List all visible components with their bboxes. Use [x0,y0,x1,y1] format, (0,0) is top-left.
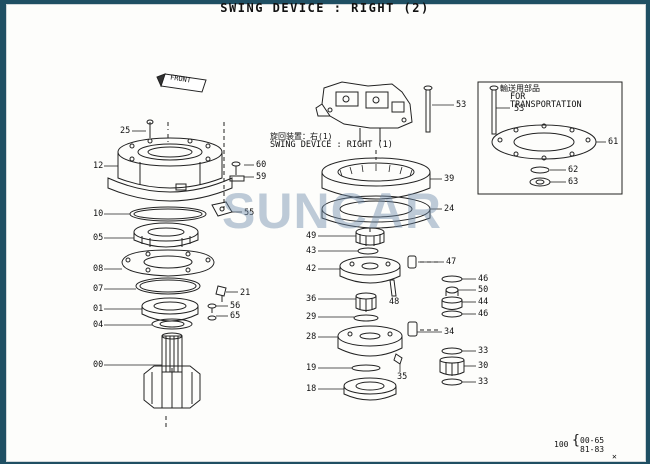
callout-25: 25 [120,126,131,136]
callout-63: 63 [568,177,579,187]
callout-53-b: 53 [514,104,525,114]
callout-21: 21 [240,288,251,298]
motor-assembly [315,81,413,142]
housing-12 [107,119,233,202]
callout-50: 50 [478,285,489,295]
washer-19 [351,364,381,372]
callout-61: 61 [608,137,619,147]
callout-44: 44 [478,297,489,307]
callout-43: 43 [306,246,317,256]
callout-04: 04 [93,320,104,330]
carrier-42 [339,256,401,284]
callout-35: 35 [397,372,408,382]
page-number: 100 [554,440,569,449]
callout-56: 56 [230,301,241,311]
watermark: SUNCAR [222,183,442,239]
callout-62: 62 [568,165,579,175]
callout-33-b: 33 [478,377,489,387]
callout-18: 18 [306,384,317,394]
callout-10: 10 [93,209,104,219]
callout-19: 19 [306,363,317,373]
callout-42: 42 [306,264,317,274]
callout-07: 07 [93,284,104,294]
bolt-56 [207,303,217,321]
front-arrow-icon [156,73,207,93]
callout-34: 34 [444,327,455,337]
ring-07 [135,277,201,295]
washer-43 [357,247,379,255]
washer-33-a [441,347,463,355]
pinion-shaft-00 [143,332,201,409]
callout-60: 60 [256,160,267,170]
callout-12: 12 [93,161,104,171]
callout-39: 39 [444,174,455,184]
callout-49: 49 [306,231,317,241]
callout-30: 30 [478,361,489,371]
reference-en-label: SWING DEVICE : RIGHT (1) [270,140,393,150]
callout-47: 47 [446,257,457,267]
bolt-21 [215,285,227,302]
brace-glyph: { [572,433,580,448]
callout-36: 36 [306,294,317,304]
carrier-28 [337,325,403,357]
callout-48: 48 [389,297,400,307]
page-code-line1: 00-65 [580,436,605,445]
pin-48 [389,279,397,297]
bearing-18 [343,377,397,401]
callout-00: 00 [93,360,104,370]
callout-53-a: 53 [456,100,467,110]
callout-59: 59 [256,172,267,182]
callout-28: 28 [306,332,317,342]
inset-label-transportation: TRANSPORTATION [510,100,582,110]
washer-46-a [441,275,463,283]
callout-46-b: 46 [478,309,489,319]
washer-33-b [441,378,463,386]
bearing-05 [133,222,199,248]
callout-05: 05 [93,233,104,243]
page-code-line2: 81-83 [580,445,605,454]
gear-36 [355,292,377,312]
callout-65: 65 [230,311,241,321]
collar-04 [151,318,193,330]
long-bolt-53 [423,85,433,133]
callout-29: 29 [306,312,317,322]
diagram-title: SWING DEVICE : RIGHT (2) [220,1,430,15]
pin-34 [407,321,418,337]
bearing-01 [141,297,199,322]
inset-label-for: FOR [510,92,526,102]
transportation-inset [477,81,623,195]
callout-01: 01 [93,304,104,314]
callout-08: 08 [93,264,104,274]
left-leader-lines [104,130,254,366]
callout-24: 24 [444,204,455,214]
pin-47 [407,255,417,269]
washer-29 [353,314,379,322]
diagram-frame [6,4,646,462]
right-leader-lines [318,104,476,390]
callout-55: 55 [244,208,255,218]
plate-08 [121,249,215,277]
gear-44 [441,296,463,310]
spacer-50 [445,286,459,296]
callout-46-a: 46 [478,274,489,284]
bolt-60 [229,161,245,182]
part-35 [393,353,403,365]
callout-33-a: 33 [478,346,489,356]
gear-30 [439,356,465,376]
washer-46-b [441,310,463,318]
reference-jp-label: 旋回装置：右(1) [270,132,333,141]
inset-jp-label: 輸送用部品 [500,84,540,93]
page-code-mark: ✕ [612,452,617,461]
